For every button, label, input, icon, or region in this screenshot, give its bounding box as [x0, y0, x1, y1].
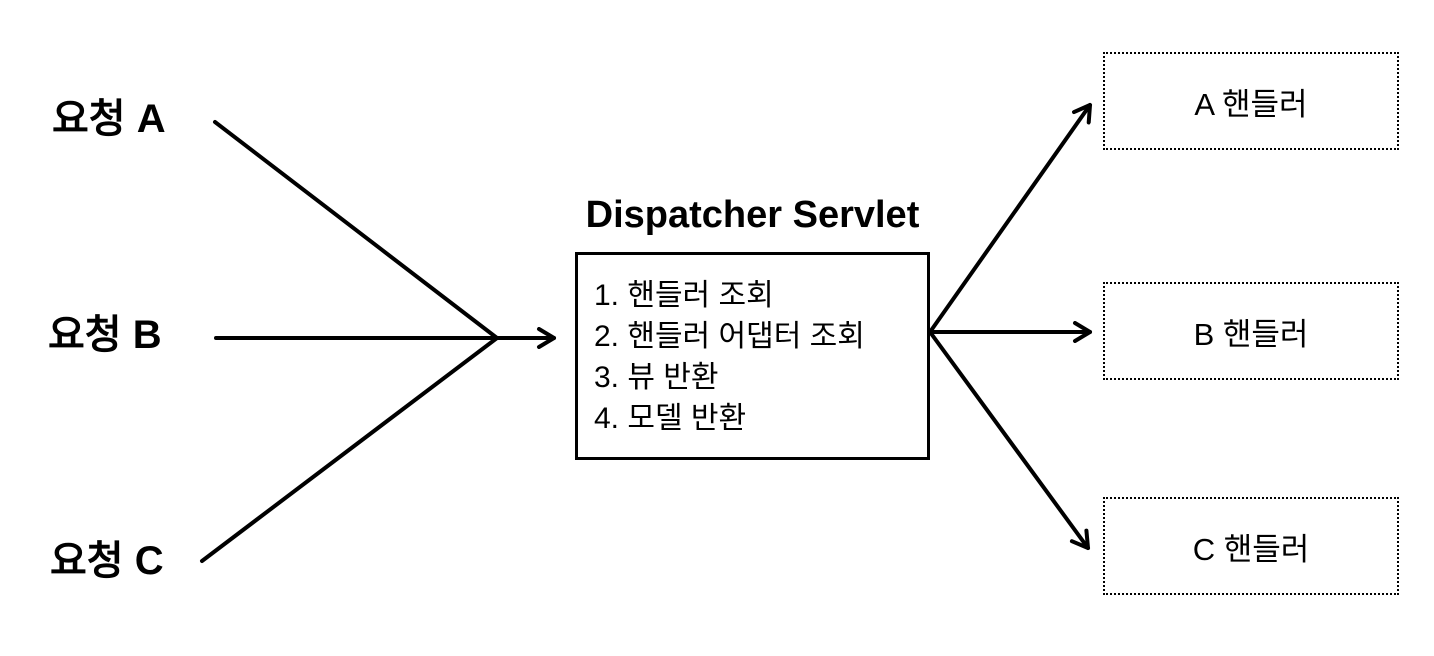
handler-b-label: B 핸들러 [1193, 316, 1309, 352]
dispatcher-servlet-title: Dispatcher Servlet [585, 194, 920, 236]
dispatcher-step-1: 1. 핸들러 조회 [594, 279, 774, 312]
request-b-label: 요청 B [48, 313, 162, 357]
dispatcher-step-4: 4. 모델 반환 [594, 402, 747, 435]
dispatcher-step-2: 2. 핸들러 어댑터 조회 [594, 320, 865, 353]
arrow-dispatcher-to-handler-a [928, 103, 1092, 334]
dispatcher-servlet-box: 1. 핸들러 조회 2. 핸들러 어댑터 조회 3. 뷰 반환 4. 모델 반환 [575, 252, 930, 460]
handler-c-label: C 핸들러 [1192, 531, 1310, 567]
line-request-c-to-junction [200, 336, 499, 563]
request-a-label: 요청 A [52, 97, 166, 141]
line-request-a-to-junction [213, 120, 499, 340]
handler-a-label: A 핸들러 [1194, 86, 1308, 122]
handler-c-box: C 핸들러 [1103, 497, 1399, 595]
request-c-label: 요청 C [50, 539, 164, 583]
handler-a-box: A 핸들러 [1103, 52, 1399, 150]
arrow-dispatcher-to-handler-c [928, 330, 1090, 550]
dispatcher-step-3: 3. 뷰 반환 [594, 361, 719, 394]
handler-b-box: B 핸들러 [1103, 282, 1399, 380]
